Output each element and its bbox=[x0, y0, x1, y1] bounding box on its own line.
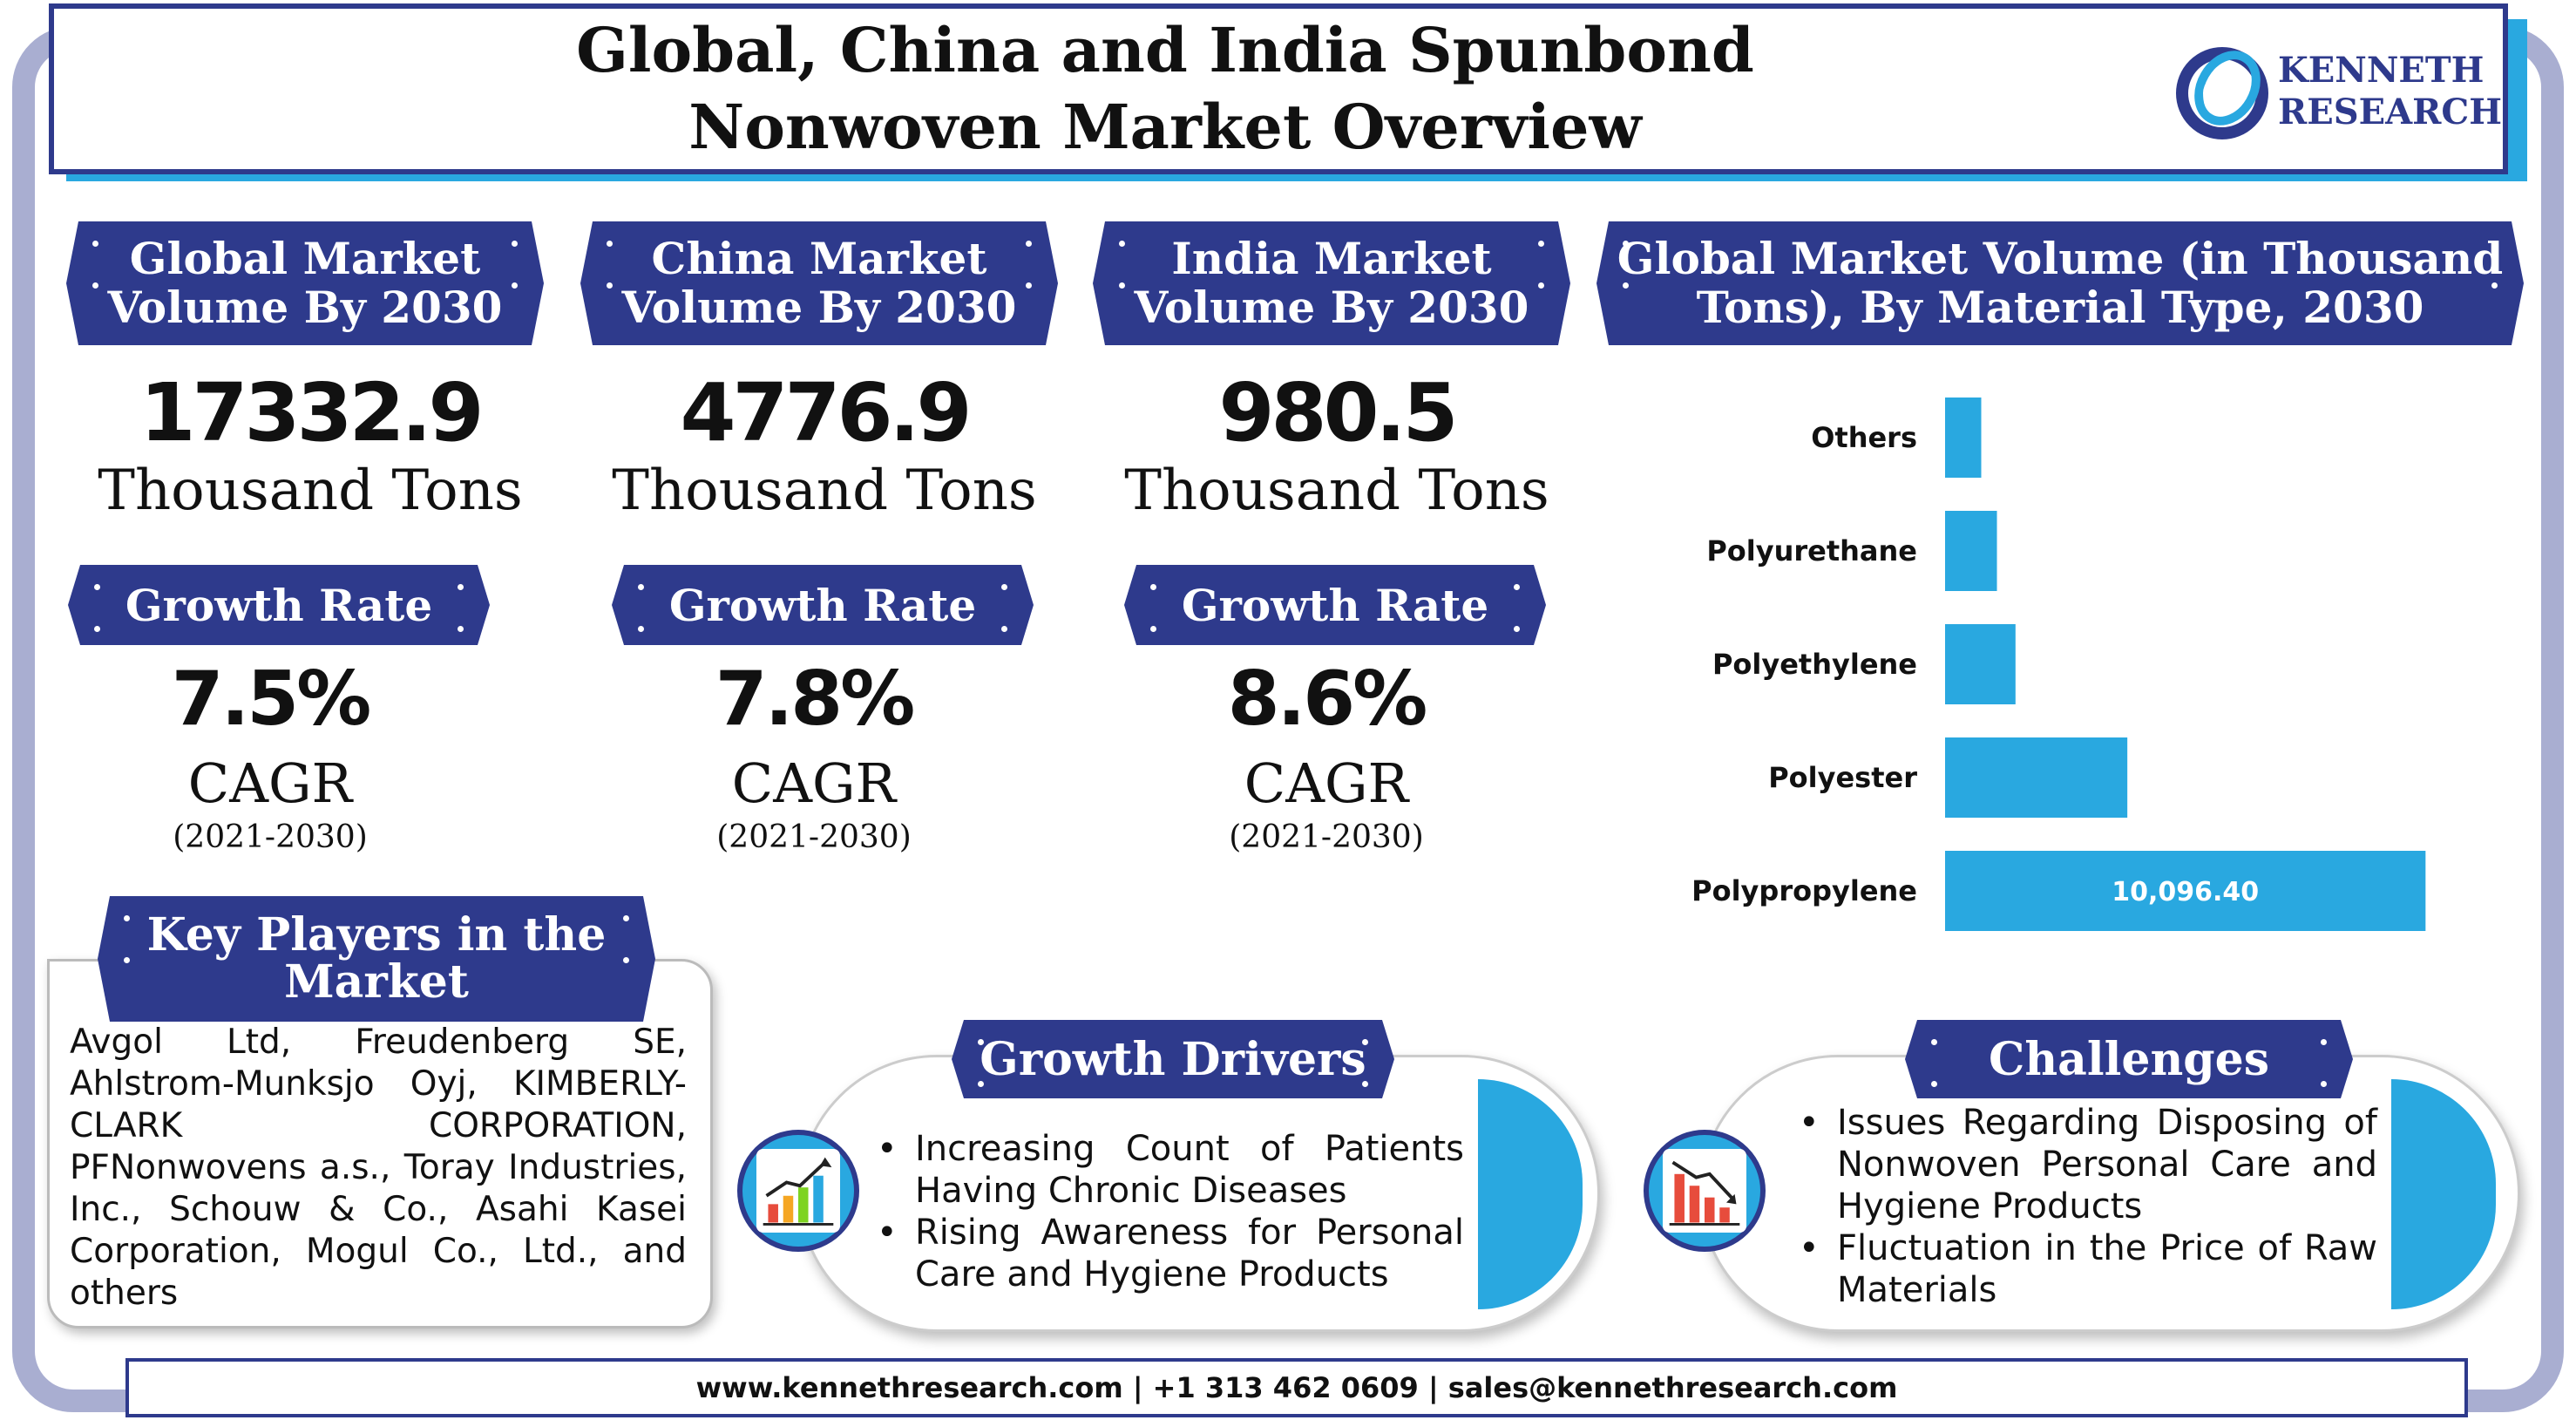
list-item: Issues Regarding Disposing of Nonwoven P… bbox=[1793, 1102, 2377, 1227]
china-market-heading: China Market Volume By 2030 bbox=[580, 221, 1058, 345]
china-cagr-label: CAGR bbox=[731, 751, 897, 815]
challenges-heading-text: Challenges bbox=[1988, 1032, 2269, 1086]
page-title-line2: Nonwoven Market Overview bbox=[688, 91, 1642, 163]
global-growth-rate-heading: Growth Rate bbox=[68, 565, 490, 645]
bar-polyester bbox=[1945, 737, 2128, 818]
key-players-heading: Key Players in the Market bbox=[98, 896, 655, 1022]
rising-bar-chart-icon bbox=[756, 1149, 840, 1233]
india-cagr-period: (2021-2030) bbox=[1229, 819, 1424, 855]
china-growth-rate-heading: Growth Rate bbox=[612, 565, 1034, 645]
global-volume-value: 17332.9 bbox=[139, 366, 484, 459]
india-cagr-label: CAGR bbox=[1244, 751, 1409, 815]
global-cagr-value: 7.5% bbox=[171, 656, 372, 743]
growth-drivers-icon-badge bbox=[737, 1130, 859, 1252]
heading-line1: India Market bbox=[1171, 233, 1492, 284]
page-title: Global, China and India Spunbond Nonwove… bbox=[294, 12, 2037, 166]
heading-line1: China Market bbox=[651, 233, 987, 284]
category-label-polyurethane: Polyurethane bbox=[1706, 534, 1917, 567]
bar-polyurethane bbox=[1945, 511, 1997, 591]
global-cagr-label: CAGR bbox=[187, 751, 353, 815]
india-growth-rate-heading: Growth Rate bbox=[1124, 565, 1546, 645]
falling-bar-chart-icon bbox=[1663, 1149, 1746, 1233]
category-label-polyethylene: Polyethylene bbox=[1712, 648, 1917, 681]
heading-line2: Volume By 2030 bbox=[107, 282, 503, 333]
china-volume-value: 4776.9 bbox=[680, 366, 972, 459]
growth-rate-label: Growth Rate bbox=[668, 579, 977, 631]
india-volume-unit: Thousand Tons bbox=[1124, 459, 1549, 523]
page-title-line1: Global, China and India Spunbond bbox=[576, 14, 1754, 86]
list-item: Rising Awareness for Personal Care and H… bbox=[871, 1212, 1464, 1295]
key-players-list: Avgol Ltd, Freudenberg SE, Ahlstrom-Munk… bbox=[70, 1023, 687, 1313]
category-label-polypropylene: Polypropylene bbox=[1691, 874, 1917, 907]
title-box: Global, China and India Spunbond Nonwove… bbox=[49, 3, 2508, 174]
china-volume-unit: Thousand Tons bbox=[612, 459, 1037, 523]
key-players-heading-line1: Key Players in the bbox=[146, 908, 607, 962]
growth-rate-label: Growth Rate bbox=[125, 579, 433, 631]
chart-heading-line1: Global Market Volume (in Thousand bbox=[1617, 233, 2504, 284]
footer-contact-text: www.kennethresearch.com | +1 313 462 060… bbox=[695, 1371, 1898, 1404]
logo-text: KENNETH RESEARCH bbox=[2278, 50, 2502, 133]
india-volume-value: 980.5 bbox=[1218, 366, 1458, 459]
india-cagr-value: 8.6% bbox=[1227, 656, 1428, 743]
growth-drivers-list: Increasing Count of Patients Having Chro… bbox=[871, 1128, 1464, 1295]
global-volume-unit: Thousand Tons bbox=[98, 459, 523, 523]
logo-line1: KENNETH bbox=[2278, 50, 2484, 91]
global-market-heading: Global Market Volume By 2030 bbox=[66, 221, 544, 345]
growth-drivers-heading: Growth Drivers bbox=[952, 1020, 1394, 1098]
kenneth-research-logo: KENNETH RESEARCH bbox=[2170, 35, 2502, 148]
challenges-list: Issues Regarding Disposing of Nonwoven P… bbox=[1793, 1102, 2377, 1311]
heading-line2: Volume By 2030 bbox=[1134, 282, 1529, 333]
category-label-others: Others bbox=[1811, 421, 1917, 454]
list-item: Increasing Count of Patients Having Chro… bbox=[871, 1128, 1464, 1212]
chart-heading-line2: Tons), By Material Type, 2030 bbox=[1696, 282, 2424, 333]
india-market-heading: India Market Volume By 2030 bbox=[1093, 221, 1570, 345]
key-players-heading-line2: Market bbox=[284, 955, 469, 1009]
growth-drivers-heading-text: Growth Drivers bbox=[980, 1032, 1366, 1086]
bar-polyethylene bbox=[1945, 624, 2016, 704]
category-label-polyester: Polyester bbox=[1768, 761, 1917, 794]
ring-logo-icon bbox=[2176, 47, 2268, 139]
bar-others bbox=[1945, 398, 1982, 478]
growth-rate-label: Growth Rate bbox=[1181, 579, 1489, 631]
china-cagr-value: 7.8% bbox=[715, 656, 916, 743]
global-cagr-period: (2021-2030) bbox=[173, 819, 368, 855]
data-label-polypropylene: 10,096.40 bbox=[2112, 877, 2259, 907]
heading-line1: Global Market bbox=[129, 233, 481, 284]
list-item: Fluctuation in the Price of Raw Material… bbox=[1793, 1227, 2377, 1311]
heading-line2: Volume By 2030 bbox=[621, 282, 1017, 333]
chart-heading: Global Market Volume (in Thousand Tons),… bbox=[1596, 221, 2524, 345]
china-cagr-period: (2021-2030) bbox=[716, 819, 912, 855]
logo-line2: RESEARCH bbox=[2278, 92, 2503, 133]
challenges-icon-badge bbox=[1644, 1130, 1766, 1252]
material-type-bar-chart: OthersPolyurethanePolyethylenePolyesterP… bbox=[1691, 398, 2426, 931]
bar-polypropylene bbox=[1945, 851, 2426, 931]
contact-footer: www.kennethresearch.com | +1 313 462 060… bbox=[125, 1358, 2468, 1417]
challenges-heading: Challenges bbox=[1905, 1020, 2353, 1098]
